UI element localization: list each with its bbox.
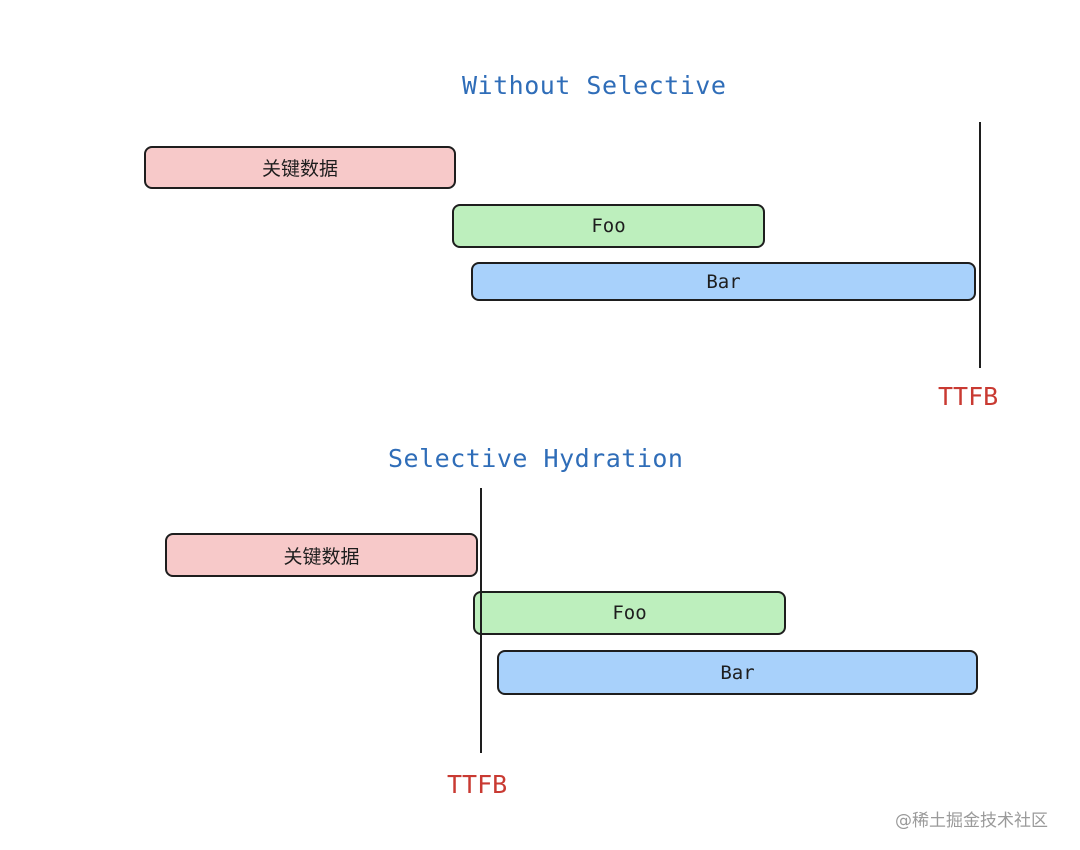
bottom-foo-label: Foo — [612, 602, 647, 624]
bottom-section-title: Selective Hydration — [388, 444, 684, 473]
bottom-ttfb-label: TTFB — [447, 770, 508, 799]
bottom-critical-data-label: 关键数据 — [283, 545, 360, 568]
bottom-bar-label: Bar — [720, 661, 755, 684]
top-ttfb-marker-line — [979, 122, 981, 368]
top-bar-bar: Bar — [471, 262, 976, 301]
bottom-foo-bar: Foo — [473, 591, 786, 635]
bottom-ttfb-marker-line — [480, 488, 482, 753]
top-bar-label: Bar — [706, 270, 741, 293]
top-critical-data-bar: 关键数据 — [144, 146, 456, 189]
top-ttfb-label: TTFB — [938, 382, 999, 411]
watermark-text: @稀土掘金技术社区 — [895, 811, 1048, 831]
bottom-bar-bar: Bar — [497, 650, 978, 695]
top-foo-bar: Foo — [452, 204, 765, 248]
top-section-title: Without Selective — [462, 71, 727, 100]
top-foo-label: Foo — [591, 215, 626, 237]
top-critical-data-label: 关键数据 — [261, 158, 338, 180]
bottom-critical-data-bar: 关键数据 — [165, 533, 478, 577]
